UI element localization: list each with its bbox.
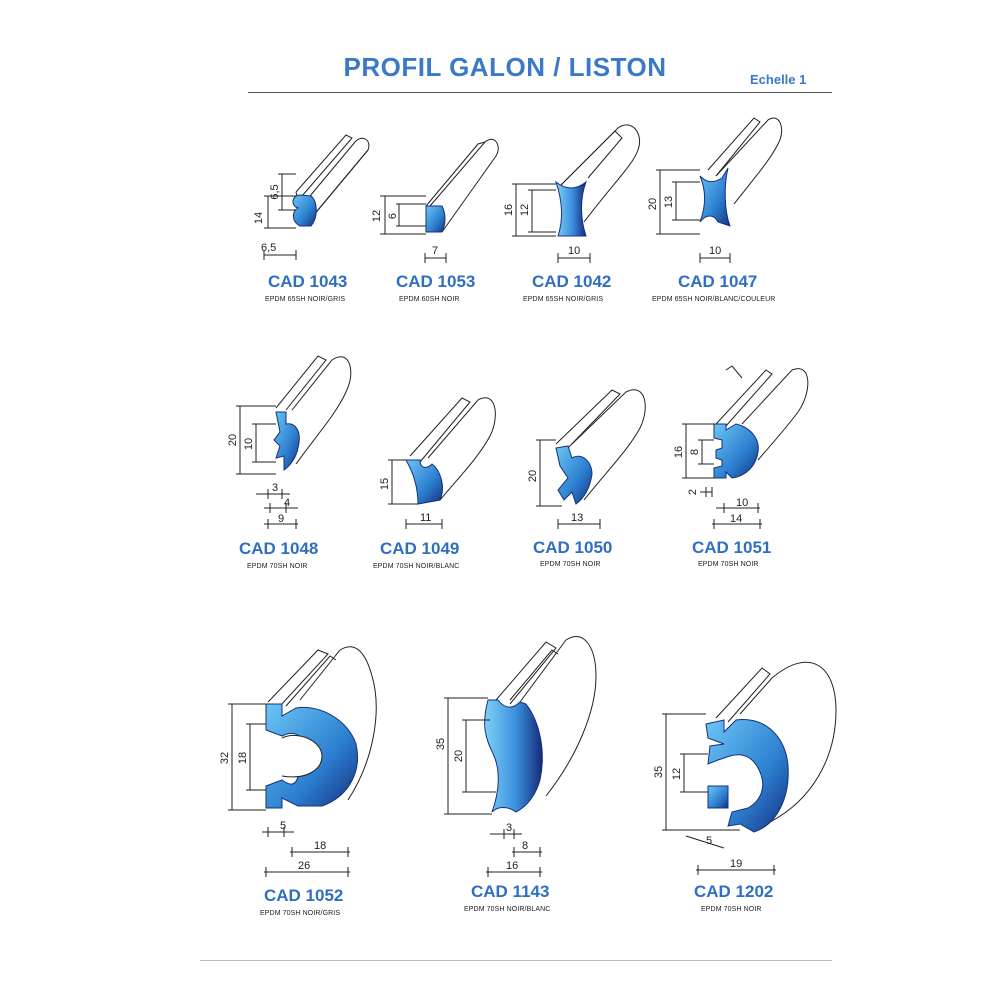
dim-cad-1043-lip: 6,5 (269, 184, 281, 199)
dim-cad-1047-height: 20 (647, 198, 659, 210)
header-divider (248, 92, 832, 93)
dim-cad-1050-height: 20 (527, 470, 539, 482)
profile-material-cad-1042: EPDM 65SH NOIR/GRIS (523, 296, 604, 303)
dim-cad-1049-height: 15 (379, 478, 391, 490)
dim-cad-1052-height: 32 (219, 752, 231, 764)
profile-cad-1048-drawing (236, 355, 352, 529)
profile-cad-1047-drawing (656, 117, 783, 263)
dim-cad-1043-width: 6,5 (261, 242, 276, 254)
dim-cad-1143-width: 16 (506, 860, 518, 872)
dim-cad-1047-width: 10 (709, 245, 721, 257)
dim-cad-1051-height: 16 (673, 446, 685, 458)
dim-cad-1202-width: 19 (730, 858, 742, 870)
dim-cad-1048-a: 3 (272, 482, 278, 494)
dim-cad-1202-inner: 12 (671, 768, 683, 780)
dim-cad-1143-inner: 20 (453, 750, 465, 762)
profile-material-cad-1202: EPDM 70SH NOIR (701, 906, 762, 913)
profile-material-cad-1048: EPDM 70SH NOIR (247, 563, 308, 570)
dim-cad-1049-width: 11 (420, 512, 431, 524)
profile-code-cad-1043: CAD 1043 (268, 272, 348, 291)
dim-cad-1048-width: 9 (278, 513, 284, 525)
dim-cad-1042-height: 16 (503, 204, 515, 216)
profile-code-cad-1053: CAD 1053 (396, 272, 476, 291)
dim-cad-1048-inner: 10 (243, 438, 255, 450)
profile-material-cad-1052: EPDM 70SH NOIR/GRIS (260, 910, 341, 917)
dim-cad-1053-width: 7 (432, 245, 438, 257)
dim-cad-1042-inner: 12 (519, 204, 531, 216)
dim-cad-1202-height: 35 (653, 766, 665, 778)
dim-cad-1048-height: 20 (227, 434, 239, 446)
profile-cad-1202-drawing (662, 661, 837, 875)
dim-cad-1047-inner: 13 (663, 196, 675, 208)
profile-code-cad-1048: CAD 1048 (239, 539, 319, 558)
dim-cad-1143-a: 3 (506, 822, 512, 834)
dim-cad-1042-width: 10 (568, 245, 580, 257)
profile-code-cad-1050: CAD 1050 (533, 538, 613, 557)
profile-cad-1043-drawing (263, 134, 370, 260)
dim-cad-1202-lip: 5 (706, 835, 712, 847)
profile-material-cad-1047: EPDM 65SH NOIR/BLANC/COULEUR (652, 296, 776, 303)
dim-cad-1143-height: 35 (435, 738, 447, 750)
dim-cad-1052-b: 18 (314, 840, 326, 852)
dim-cad-1051-gap: 2 (687, 489, 699, 495)
footer-divider (200, 960, 832, 961)
dim-cad-1053-inner: 6 (387, 213, 399, 219)
profile-cad-1050-drawing (536, 389, 646, 529)
dim-cad-1052-width: 26 (298, 860, 310, 872)
profile-cad-1042-drawing (512, 124, 640, 263)
profile-cad-1049-drawing (388, 397, 496, 529)
profile-code-cad-1049: CAD 1049 (380, 539, 460, 558)
dim-cad-1052-inner: 18 (237, 752, 249, 764)
profile-cad-1051-drawing (682, 365, 809, 529)
profile-code-cad-1042: CAD 1042 (532, 272, 612, 291)
profile-code-cad-1047: CAD 1047 (678, 272, 758, 291)
dim-cad-1053-height: 12 (371, 210, 383, 222)
dim-cad-1143-b: 8 (522, 840, 528, 852)
profile-code-cad-1052: CAD 1052 (264, 886, 344, 905)
dim-cad-1043-height: 14 (253, 212, 265, 224)
profile-material-cad-1043: EPDM 65SH NOIR/GRIS (265, 296, 346, 303)
profile-cad-1052-drawing (228, 646, 377, 877)
profile-material-cad-1143: EPDM 70SH NOIR/BLANC (464, 906, 551, 913)
profile-code-cad-1143: CAD 1143 (471, 882, 550, 901)
profile-code-cad-1051: CAD 1051 (692, 538, 772, 557)
dim-cad-1050-width: 13 (571, 512, 583, 524)
profile-material-cad-1050: EPDM 70SH NOIR (540, 561, 601, 568)
dim-cad-1052-a: 5 (280, 820, 286, 832)
dim-cad-1048-b: 4 (284, 497, 290, 509)
profile-cad-1053-drawing (380, 138, 499, 263)
profile-code-cad-1202: CAD 1202 (694, 882, 774, 901)
profile-material-cad-1053: EPDM 60SH NOIR (399, 296, 460, 303)
page-title: PROFIL GALON / LISTON (343, 52, 667, 82)
dim-cad-1051-inner: 8 (689, 449, 701, 455)
profile-cad-1143-drawing (444, 635, 597, 877)
dim-cad-1051-width: 14 (730, 513, 742, 525)
profile-material-cad-1049: EPDM 70SH NOIR/BLANC (373, 563, 460, 570)
dim-cad-1051-a: 10 (736, 497, 748, 509)
scale-label: Echelle 1 (750, 72, 807, 87)
profile-material-cad-1051: EPDM 70SH NOIR (698, 561, 759, 568)
